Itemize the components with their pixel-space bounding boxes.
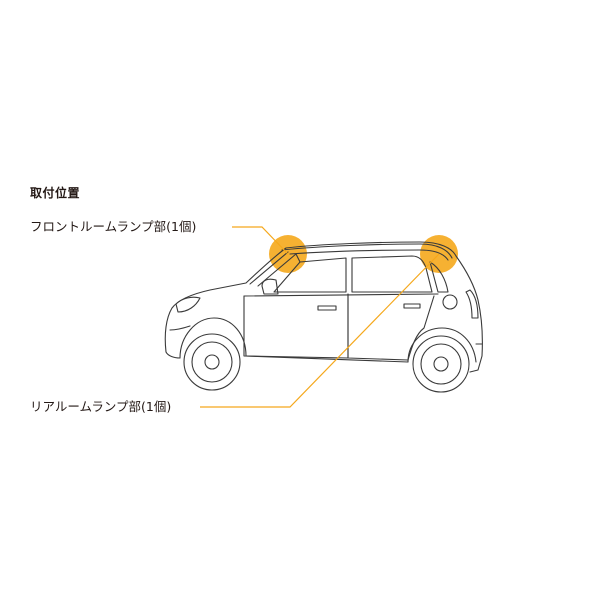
rear-lamp-leader-line bbox=[200, 253, 440, 408]
front-lamp-leader-line bbox=[232, 226, 289, 255]
front-wheel bbox=[183, 333, 241, 391]
car-outline bbox=[164, 241, 483, 373]
rear-room-lamp-label: リアルームランプ部(1個) bbox=[30, 399, 172, 414]
rear-wheel bbox=[412, 335, 470, 393]
section-heading: 取付位置 bbox=[30, 186, 81, 200]
front-room-lamp-label: フロントルームランプ部(1個) bbox=[30, 219, 197, 234]
